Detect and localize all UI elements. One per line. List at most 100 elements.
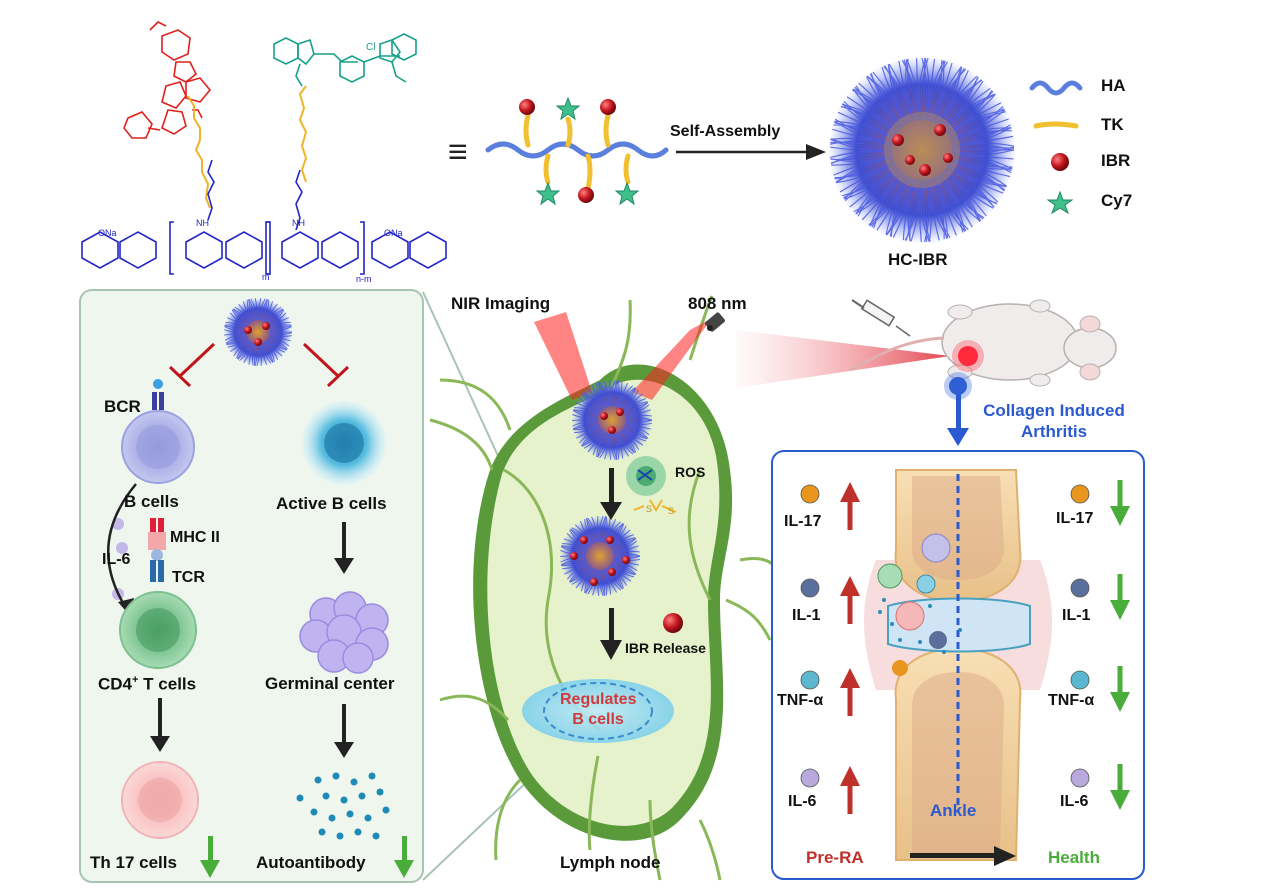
health-label: Health bbox=[1048, 848, 1100, 867]
ibr-release-label: IBR Release bbox=[625, 640, 706, 656]
nir-imaging-label: NIR Imaging bbox=[451, 294, 551, 313]
ibr-dot bbox=[519, 99, 535, 115]
regulates-ellipse bbox=[543, 682, 653, 740]
legend bbox=[1029, 80, 1083, 215]
cia-arrow bbox=[947, 394, 969, 446]
cytokine-dot bbox=[800, 484, 820, 504]
cy7-star bbox=[614, 181, 640, 206]
tnfa-label-health: TNF-α bbox=[1048, 692, 1095, 709]
bcr-receptor bbox=[152, 379, 164, 410]
tk-linkers bbox=[523, 112, 631, 191]
b-cells-label: B cells bbox=[124, 492, 179, 511]
il1-label-health: IL-1 bbox=[1062, 607, 1091, 624]
mouse-illustration bbox=[849, 299, 1117, 400]
ankle-label: Ankle bbox=[930, 801, 977, 820]
cytokine-dot bbox=[800, 670, 820, 690]
laser-808-label: 808 nm bbox=[688, 294, 747, 313]
increase-arrow bbox=[840, 482, 860, 530]
svg-text:S: S bbox=[646, 504, 652, 514]
laser-device-icon bbox=[705, 312, 725, 332]
ibr-dot bbox=[578, 187, 594, 203]
ibr-dot bbox=[600, 99, 616, 115]
laser-beam bbox=[632, 318, 712, 400]
cytokine-dot bbox=[1070, 484, 1090, 504]
legend-cy7-icon bbox=[1046, 190, 1074, 215]
il17-label-health: IL-17 bbox=[1056, 510, 1094, 527]
chem-m: m bbox=[262, 272, 270, 282]
nir-beam bbox=[534, 312, 592, 400]
cy7-star bbox=[555, 96, 581, 121]
legend-cy7-label: Cy7 bbox=[1101, 191, 1133, 210]
cytokine-dot bbox=[1070, 578, 1090, 598]
il1-label-pre: IL-1 bbox=[792, 607, 821, 624]
mhc-tcr-complex bbox=[148, 518, 166, 582]
self-assembly-arrow bbox=[676, 144, 826, 160]
equivalence-symbol: ≡ bbox=[448, 133, 468, 171]
laser-beam-to-mouse bbox=[736, 330, 950, 388]
ros-label: ROS bbox=[675, 464, 706, 480]
regulates-glow bbox=[522, 679, 674, 743]
polymer-chain-schematic bbox=[485, 96, 669, 206]
il6-label-left: IL-6 bbox=[102, 551, 131, 568]
ha-backbone-structure bbox=[81, 159, 447, 275]
decrease-arrow bbox=[1110, 666, 1130, 712]
legend-ibr-icon bbox=[1051, 153, 1069, 171]
active-b-cells-label: Active B cells bbox=[276, 494, 387, 513]
syringe-icon bbox=[851, 299, 911, 337]
decrease-arrow bbox=[1110, 764, 1130, 810]
increase-arrow bbox=[840, 576, 860, 624]
decrease-arrow bbox=[1110, 574, 1130, 620]
increase-arrow bbox=[840, 668, 860, 716]
svg-text:S: S bbox=[668, 506, 674, 516]
cytokine-dot bbox=[800, 768, 820, 788]
chem-nh-right: NH bbox=[292, 218, 305, 228]
ankle-joint bbox=[864, 469, 1052, 861]
cytokine-dot bbox=[800, 578, 820, 598]
lymph-node-label: Lymph node bbox=[560, 853, 661, 872]
ros-icon bbox=[626, 456, 666, 496]
thioketal-linkers bbox=[187, 85, 308, 209]
pre-ra-to-health-arrow bbox=[910, 846, 1016, 866]
chemical-structure: ONa ONa Cl NH NH n-m m bbox=[81, 21, 447, 284]
th17-cells-label: Th 17 cells bbox=[90, 853, 177, 872]
cleaved-tk bbox=[633, 499, 677, 513]
hc-ibr-in-node-2 bbox=[559, 515, 641, 597]
legend-ibr-label: IBR bbox=[1101, 151, 1131, 170]
cytokine-dot bbox=[1070, 768, 1090, 788]
il6-label-health: IL-6 bbox=[1060, 793, 1089, 810]
cytokines-pre-ra bbox=[800, 482, 860, 814]
pre-ra-label: Pre-RA bbox=[806, 848, 864, 867]
chem-ona-right: ONa bbox=[384, 228, 403, 238]
self-assembly-label: Self-Assembly bbox=[670, 123, 780, 140]
chem-cl: Cl bbox=[366, 42, 375, 53]
chem-n-m: n-m bbox=[356, 274, 372, 284]
flow-arrows-center bbox=[600, 468, 622, 660]
curved-arrow bbox=[107, 483, 137, 609]
autoantibody-dots bbox=[296, 772, 390, 840]
cytokine-dot bbox=[1070, 670, 1090, 690]
tnfa-label-pre: TNF-α bbox=[777, 692, 824, 709]
flow-arrows-left bbox=[150, 522, 354, 758]
cytokines-health bbox=[1070, 480, 1130, 810]
hc-ibr-small-icon bbox=[223, 297, 293, 367]
ibrutinib-structure bbox=[123, 21, 212, 139]
cd4-t-cells-label: CD4+ T cells bbox=[98, 674, 197, 694]
il6-dot bbox=[116, 542, 128, 554]
legend-ha-icon bbox=[1029, 80, 1083, 96]
increase-arrow bbox=[840, 766, 860, 814]
il6-label-pre: IL-6 bbox=[788, 793, 817, 810]
chem-nh-left: NH bbox=[196, 218, 209, 228]
hc-ibr-nanoparticle bbox=[828, 56, 1016, 244]
hc-ibr-label: HC-IBR bbox=[888, 250, 948, 269]
tcr-label: TCR bbox=[172, 569, 205, 586]
cy7-star bbox=[535, 181, 561, 206]
germinal-center bbox=[299, 591, 389, 674]
germinal-center-label: Germinal center bbox=[265, 674, 395, 693]
legend-ha-label: HA bbox=[1101, 76, 1126, 95]
ibr-release-dot bbox=[663, 613, 683, 633]
autoantibody-label: Autoantibody bbox=[256, 853, 366, 872]
il17-label-pre: IL-17 bbox=[784, 513, 822, 530]
